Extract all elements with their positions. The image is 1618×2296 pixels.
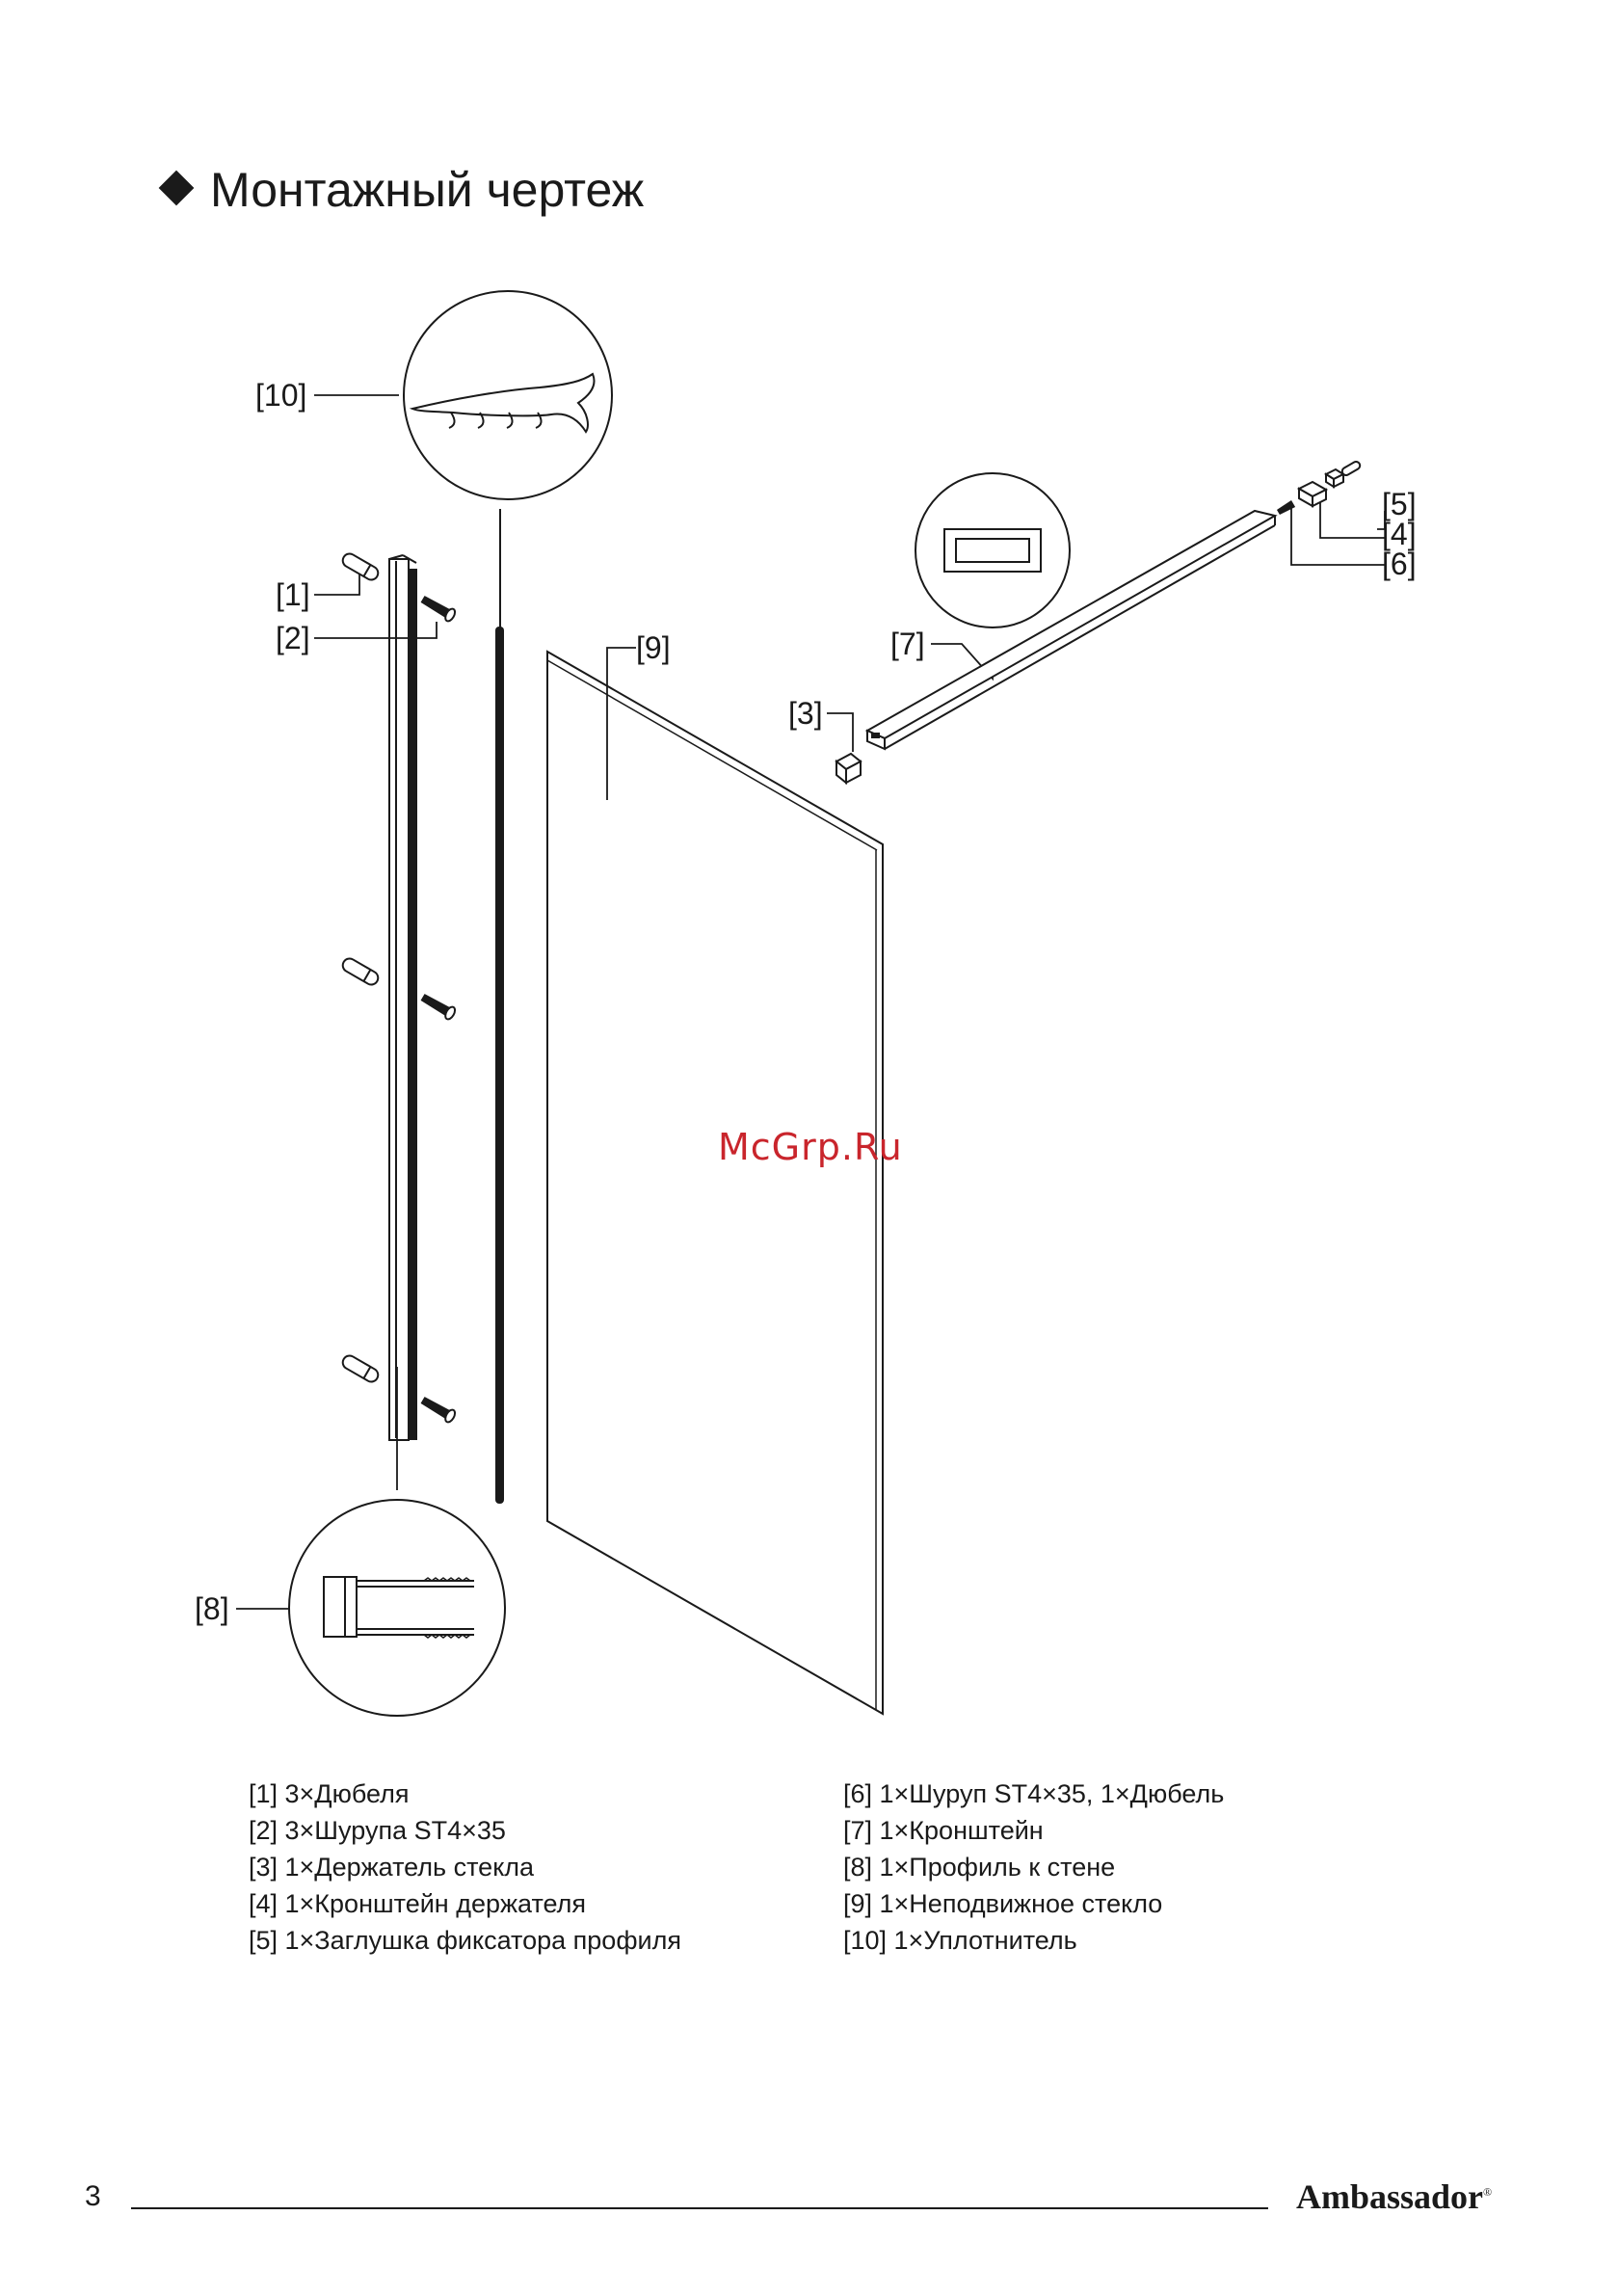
callout-2: [2] xyxy=(276,621,310,655)
legend-item: [2] 3×Шурупа ST4×35 xyxy=(249,1816,506,1845)
legend-item: [3] 1×Держатель стекла xyxy=(249,1853,535,1882)
callout-7: [7] xyxy=(890,627,925,661)
support-bar xyxy=(864,509,1278,751)
callout-5: [5] xyxy=(1382,487,1417,521)
legend-item: [1] 3×Дюбеля xyxy=(249,1779,410,1808)
wall-profile xyxy=(388,554,417,1441)
page-title-text: Монтажный чертеж xyxy=(210,163,645,217)
detail-circle-profile xyxy=(288,1499,506,1717)
legend-item: [7] 1×Кронштейн xyxy=(843,1816,1044,1845)
callout-3: [3] xyxy=(788,696,823,731)
brand-logo: Ambassador® xyxy=(1296,2176,1492,2217)
parts-legend-left: [1] 3×Дюбеля [2] 3×Шурупа ST4×35 [3] 1×Д… xyxy=(249,1775,681,1959)
seal-strip xyxy=(495,509,504,1504)
callout-4: [4] xyxy=(1382,517,1417,551)
detail-circle-seal xyxy=(403,290,613,500)
callout-9: [9] xyxy=(636,630,671,665)
legend-item: [5] 1×Заглушка фиксатора профиля xyxy=(249,1926,681,1955)
brand-name: Ambassador xyxy=(1296,2177,1484,2216)
callout-8: [8] xyxy=(195,1591,229,1626)
legend-item: [9] 1×Неподвижное стекло xyxy=(843,1889,1163,1918)
fixed-glass-panel xyxy=(546,650,884,1716)
callout-1: [1] xyxy=(276,577,310,612)
callout-10: [10] xyxy=(255,378,306,413)
watermark: McGrp.Ru xyxy=(718,1126,903,1168)
screws xyxy=(420,596,457,1424)
glass-holder xyxy=(835,752,862,786)
dowels xyxy=(341,552,380,1383)
small-parts xyxy=(1277,461,1362,516)
page-number: 3 xyxy=(85,2180,101,2212)
legend-item: [6] 1×Шуруп ST4×35, 1×Дюбель xyxy=(843,1779,1225,1808)
registered-mark: ® xyxy=(1483,2185,1493,2199)
detail-circle-bracket xyxy=(915,472,1071,628)
legend-item: [10] 1×Уплотнитель xyxy=(843,1926,1077,1955)
callout-6: [6] xyxy=(1382,547,1417,581)
parts-legend-right: [6] 1×Шуруп ST4×35, 1×Дюбель [7] 1×Кронш… xyxy=(843,1775,1224,1959)
footer-divider xyxy=(131,2207,1268,2209)
callout-labels: [10] [1] [2] [9] [7] [3] [5] [4] [6] [8] xyxy=(195,378,1417,1626)
legend-item: [8] 1×Профиль к стене xyxy=(843,1853,1116,1882)
legend-item: [4] 1×Кронштейн держателя xyxy=(249,1889,587,1918)
leader-lines xyxy=(236,394,1386,1610)
page-title: Монтажный чертеж xyxy=(158,162,645,218)
